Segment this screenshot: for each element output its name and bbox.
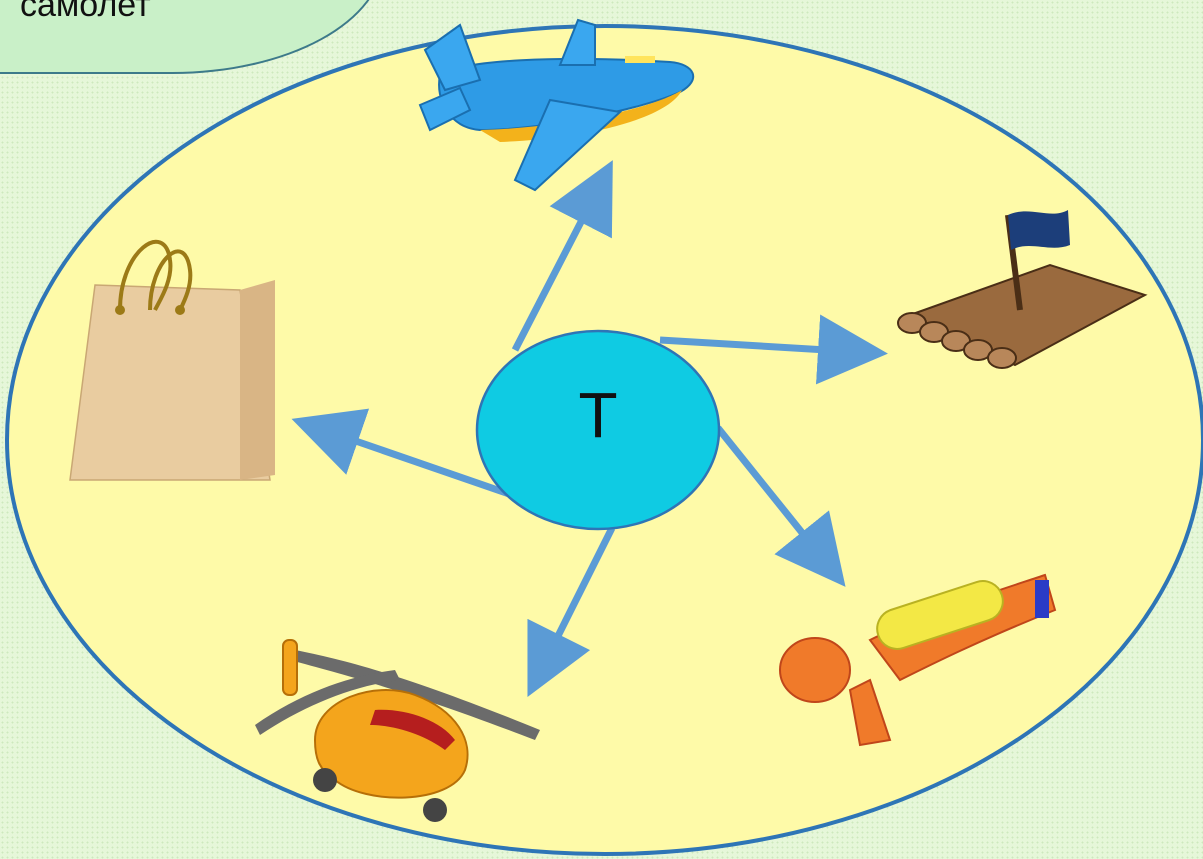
center-letter: Т (560, 378, 636, 452)
